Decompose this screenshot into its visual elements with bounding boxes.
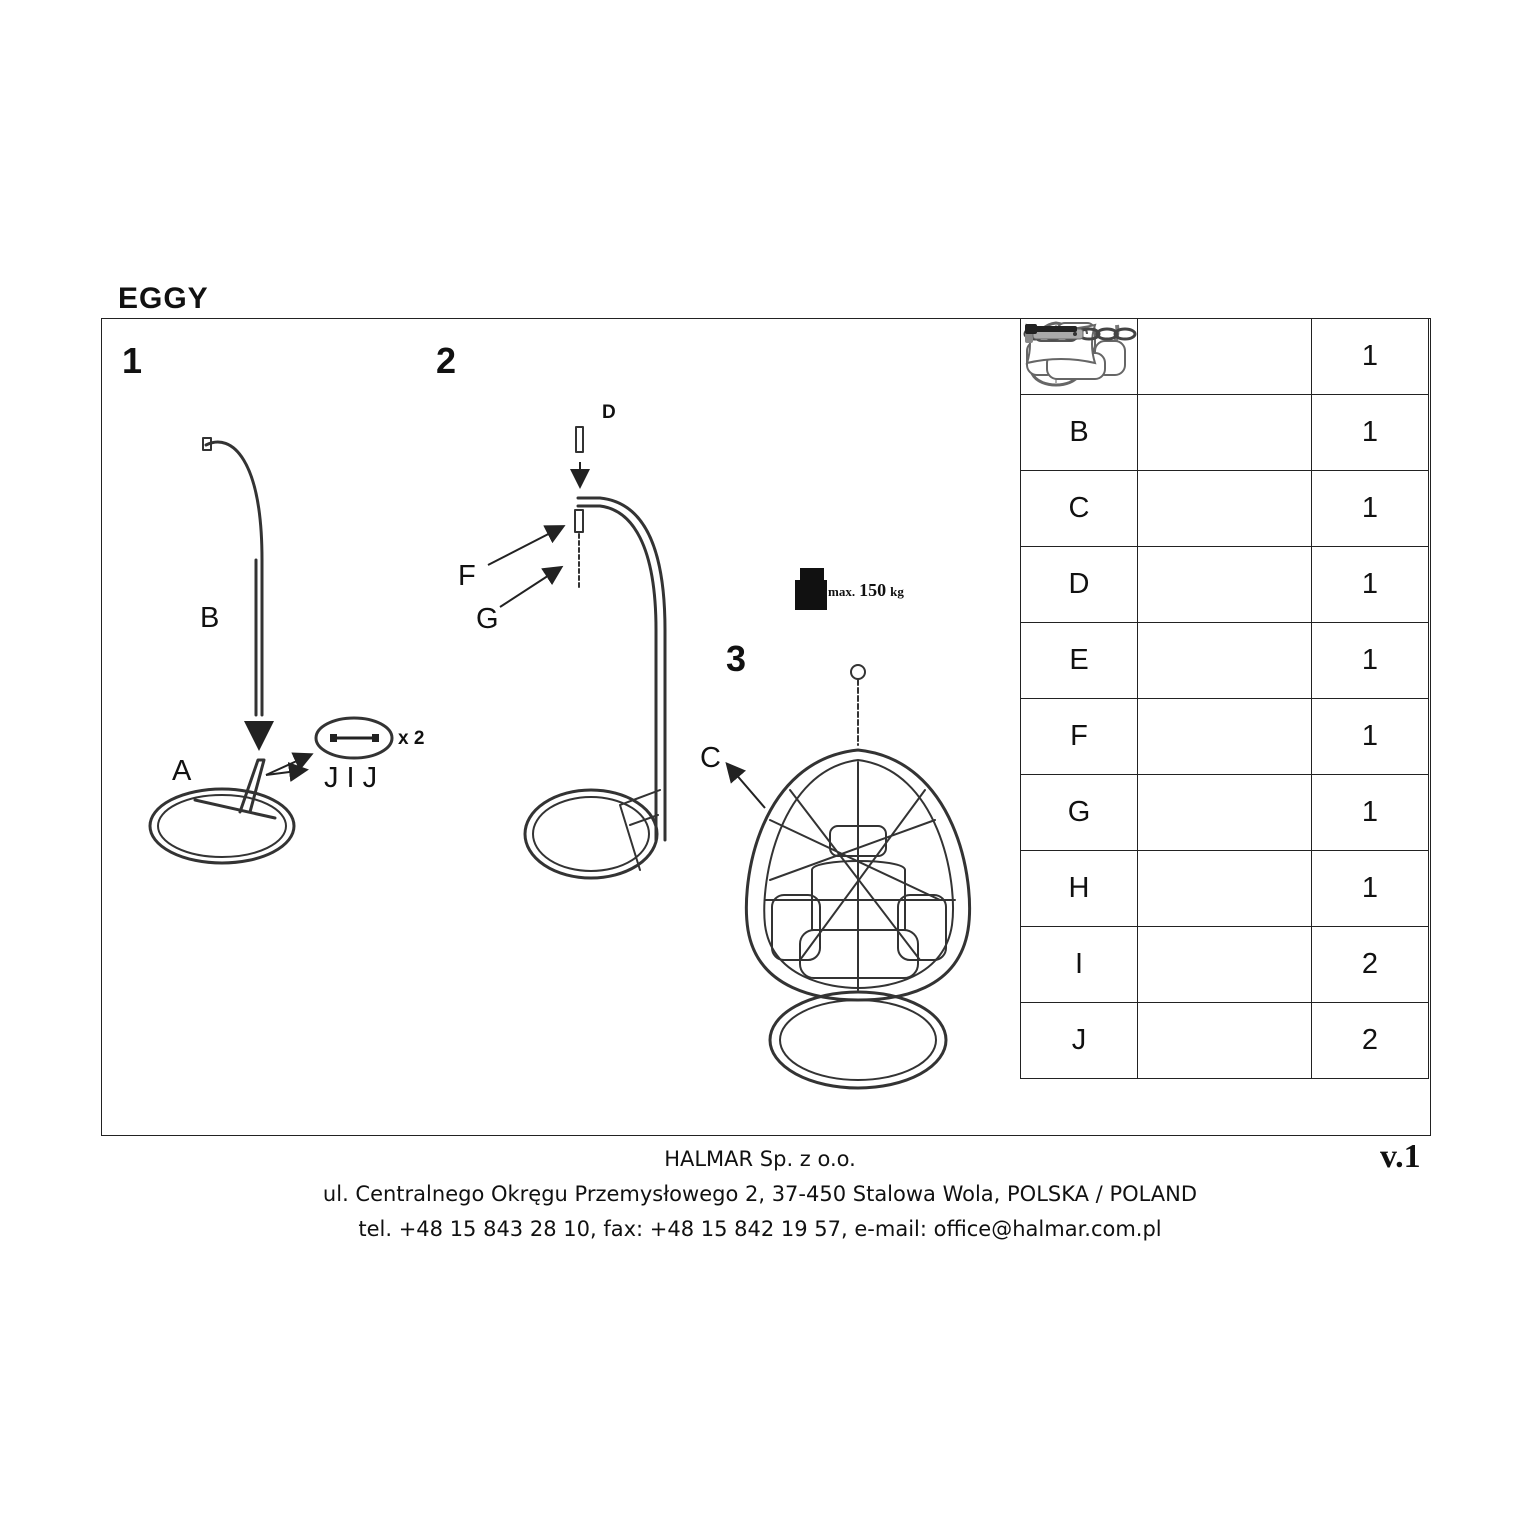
right-cushion	[897, 894, 947, 961]
load-value: 150	[859, 580, 887, 600]
part-quantity: 1	[1311, 850, 1429, 927]
tube-b-drawing	[204, 440, 264, 717]
base-ring-inner	[157, 794, 287, 858]
instruction-frame	[101, 318, 1431, 1136]
label-g: G	[476, 603, 499, 635]
part-image	[1030, 324, 1312, 471]
headrest-pillow	[829, 825, 887, 857]
back-cushion	[811, 860, 906, 931]
part-letter: E	[1020, 622, 1138, 699]
company-footer: HALMAR Sp. z o.o. ul. Centralnego Okręgu…	[0, 1142, 1520, 1247]
screw-callout	[314, 716, 394, 760]
part-quantity: 2	[1311, 926, 1429, 1003]
callout-arrow-2	[265, 762, 309, 782]
arrow-f	[487, 525, 566, 566]
document-title: EGGY	[118, 282, 209, 315]
part-image	[1024, 324, 1312, 927]
step-3-number: 3	[726, 638, 747, 679]
part-image	[1033, 318, 1312, 395]
part-image	[1025, 321, 1312, 623]
max-text: max.	[828, 584, 856, 599]
part-image	[1023, 325, 1312, 775]
weave-pattern	[764, 761, 956, 991]
part-image	[1024, 325, 1312, 1003]
spring-drawing	[574, 509, 584, 533]
left-cushion	[771, 894, 821, 961]
label-b: B	[200, 602, 220, 634]
label-c: C	[700, 742, 721, 774]
part-quantity: 1	[1311, 546, 1429, 623]
part-image	[1023, 327, 1312, 851]
part-quantity: 1	[1311, 470, 1429, 547]
part-letter: F	[1020, 698, 1138, 775]
company-address: ul. Centralnego Okręgu Przemysłowego 2, …	[322, 1182, 1198, 1206]
part-letter: D	[1020, 546, 1138, 623]
label-f: F	[458, 560, 476, 592]
nut-symbol-right	[372, 734, 379, 742]
stand-base	[768, 990, 948, 1090]
pin-d-drawing	[575, 426, 584, 453]
label-d: D	[602, 402, 616, 423]
parts-list-table: A1B1C1D1E1F1G1H1I2J2	[1020, 318, 1429, 1079]
base-ring-drawing	[148, 787, 296, 865]
base-upright	[238, 758, 266, 814]
step-2-number: 2	[436, 340, 457, 381]
part-quantity: 1	[1311, 774, 1429, 851]
label-x2: x 2	[398, 728, 425, 749]
version-label: v.1	[1380, 1138, 1421, 1175]
part-quantity: 1	[1311, 622, 1429, 699]
company-contact: tel. +48 15 843 28 10, fax: +48 15 842 1…	[358, 1217, 1162, 1241]
frame-tube-inner	[576, 504, 658, 842]
step2-drawing	[487, 426, 667, 880]
part-image	[1025, 323, 1312, 699]
part-quantity: 1	[1311, 318, 1429, 395]
step-1-number: 1	[122, 340, 143, 381]
step1-drawing	[148, 437, 394, 865]
max-load-label: max. 150 kg	[828, 580, 904, 601]
hanger-ring	[850, 664, 866, 680]
arrow-c	[725, 761, 766, 809]
weight-icon	[795, 568, 827, 610]
load-unit: kg	[890, 584, 904, 599]
label-jij: J I J	[324, 762, 378, 794]
company-name: HALMAR Sp. z o.o.	[664, 1147, 856, 1171]
label-a: A	[172, 755, 192, 787]
part-letter: H	[1020, 850, 1138, 927]
part-letter: G	[1020, 774, 1138, 851]
frame-brace	[619, 789, 661, 871]
arrow-g	[499, 565, 564, 608]
frame-base-inner	[532, 796, 650, 872]
frame-tube	[576, 496, 667, 842]
part-letter: B	[1020, 394, 1138, 471]
part-quantity: 2	[1311, 1002, 1429, 1079]
step3-drawing	[725, 664, 972, 1090]
part-letter: I	[1020, 926, 1138, 1003]
base-crossbar	[193, 798, 277, 820]
part-image	[1024, 323, 1312, 1079]
seat-cushion	[799, 929, 919, 979]
part-image	[1027, 320, 1312, 547]
part-quantity: 1	[1311, 698, 1429, 775]
part-letter: J	[1020, 1002, 1138, 1079]
part-letter: C	[1020, 470, 1138, 547]
tube-cap	[202, 437, 212, 451]
nut-symbol-left	[330, 734, 337, 742]
stand-base-inner	[779, 999, 937, 1081]
part-quantity: 1	[1311, 394, 1429, 471]
frame-base-ring	[523, 788, 659, 880]
